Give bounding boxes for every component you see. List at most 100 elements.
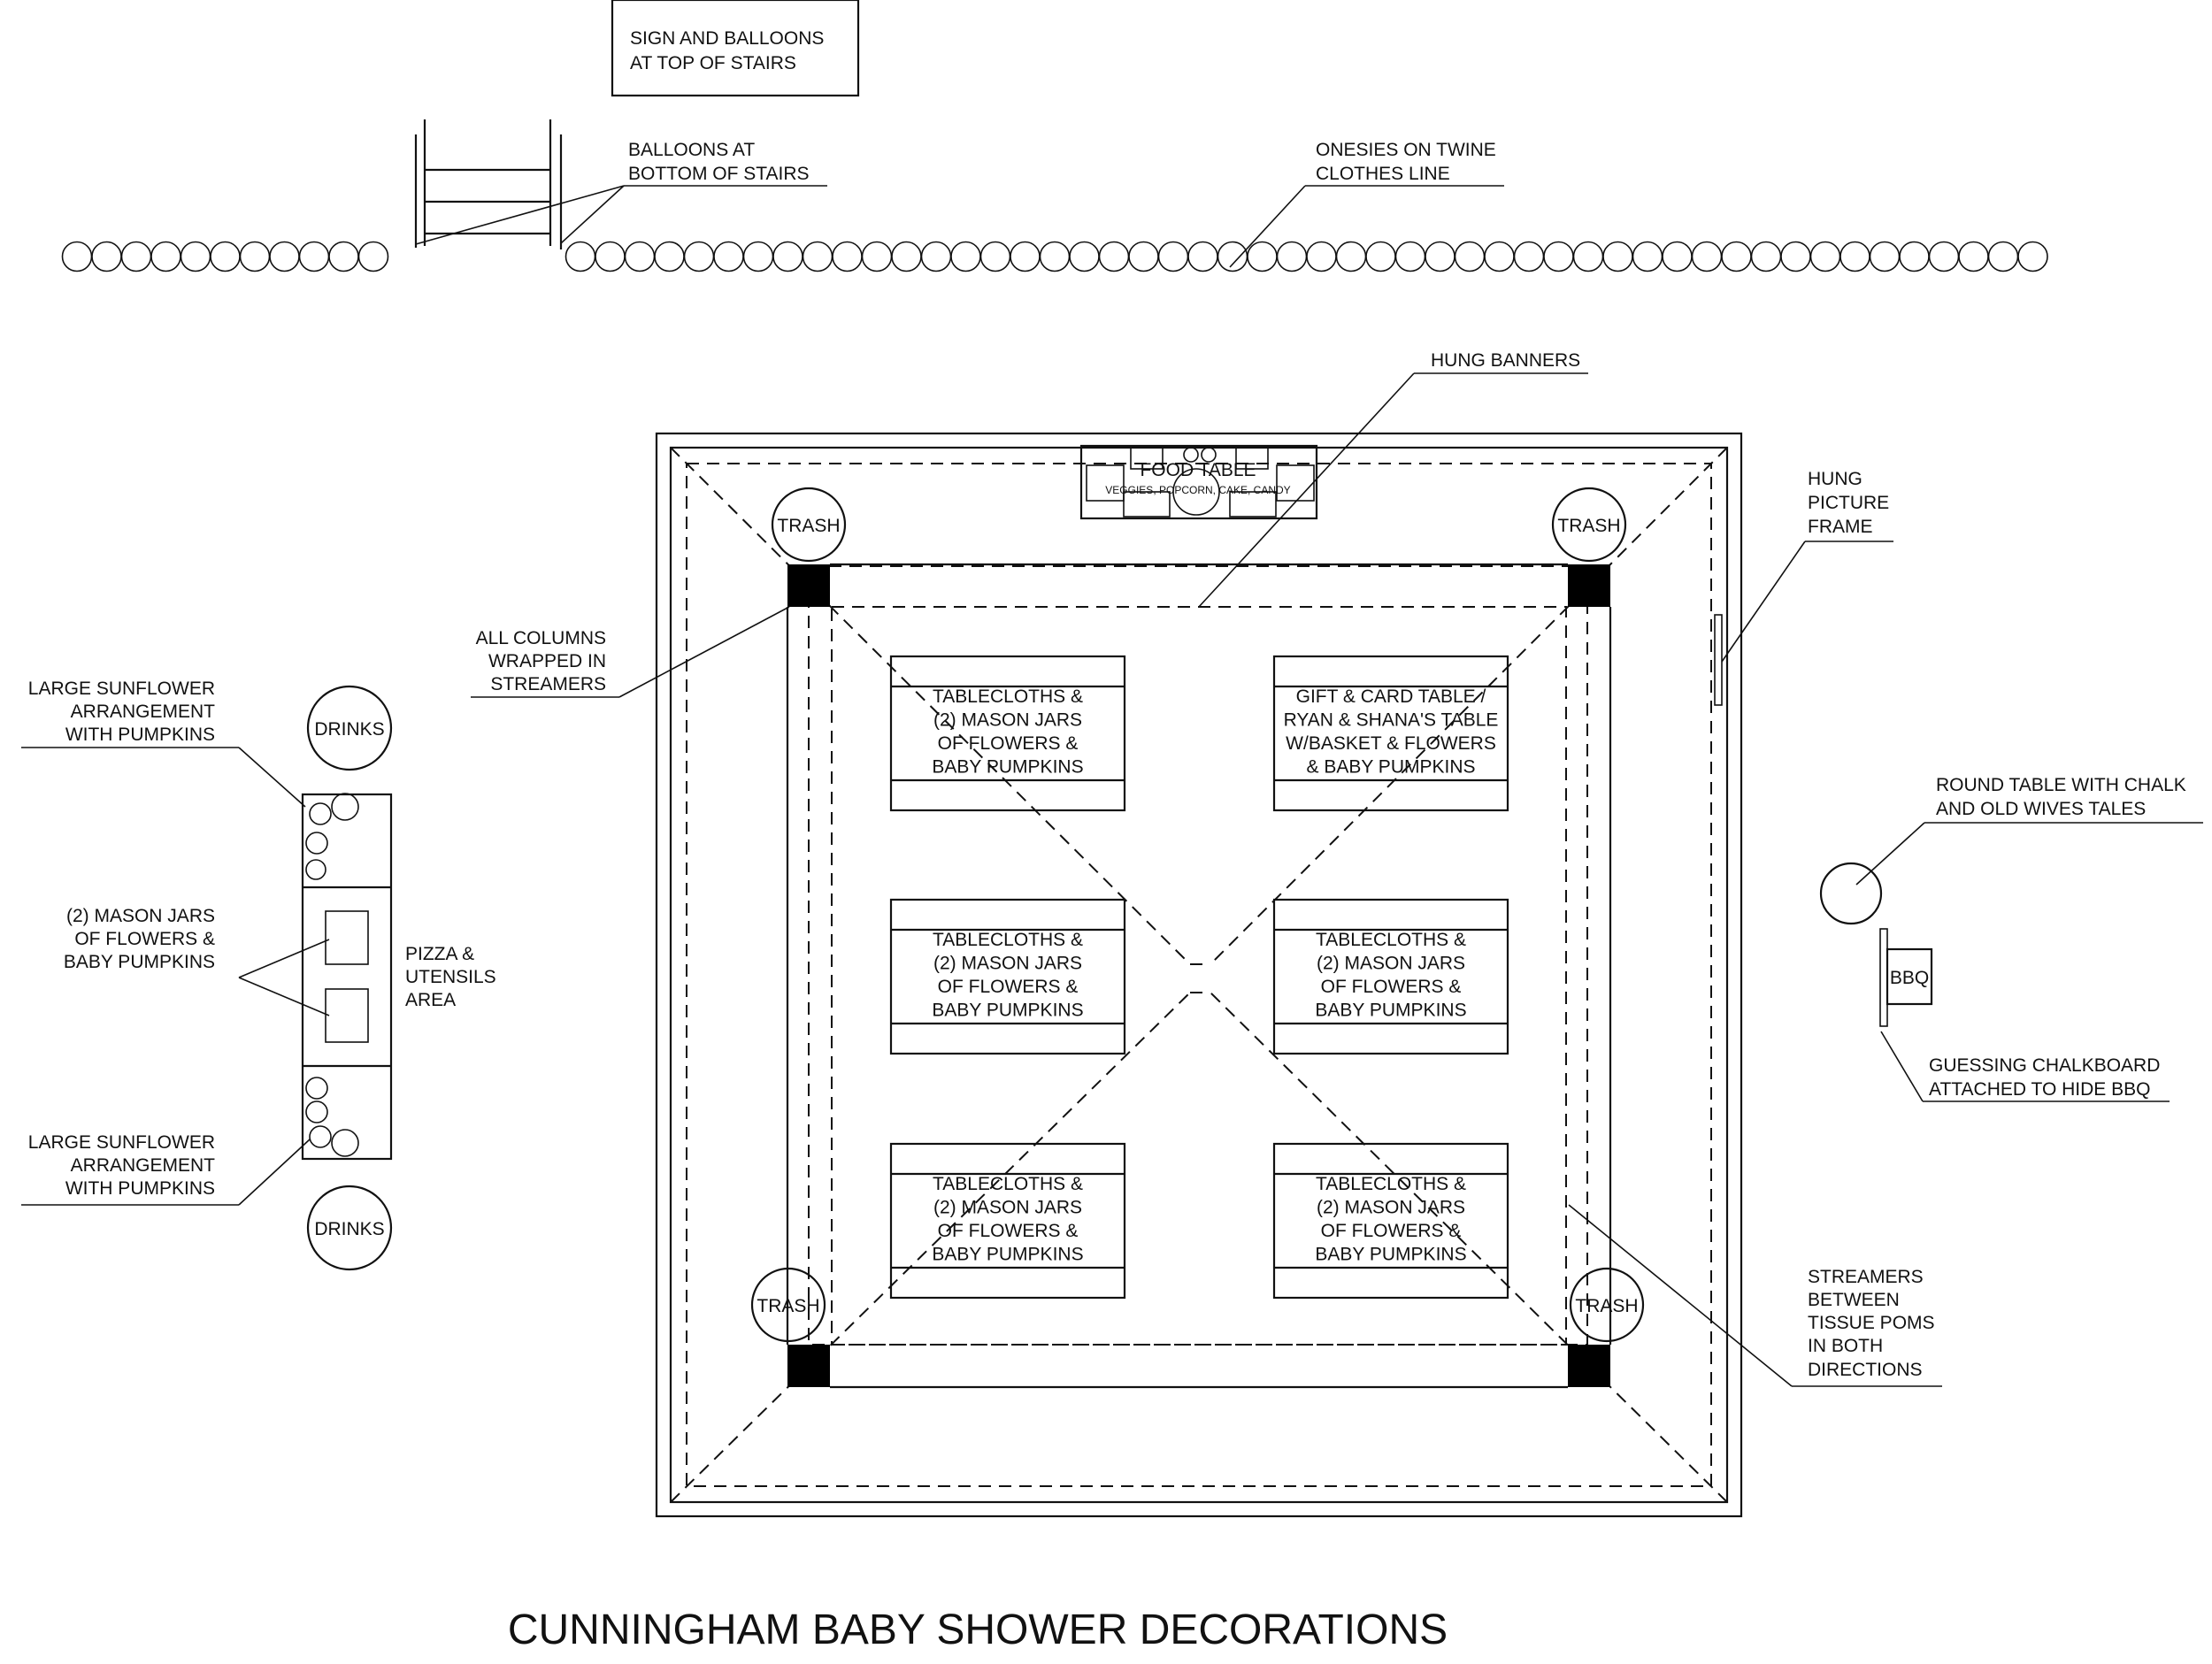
balloon xyxy=(1958,241,1989,272)
bbq-label: BBQ xyxy=(1890,968,1929,988)
guest-table-t2: GIFT & CARD TABLE /RYAN & SHANA'S TABLEW… xyxy=(1272,655,1509,812)
balloon xyxy=(298,241,330,272)
balloon xyxy=(1662,241,1693,272)
column-sw xyxy=(787,1345,830,1387)
guest-table-t3-text: BABY PUMPKINS xyxy=(932,1001,1083,1021)
balloon xyxy=(1513,241,1545,272)
guest-table-t1-text: (2) MASON JARS xyxy=(933,710,1082,731)
sunflower-bottom-line1: LARGE SUNFLOWER xyxy=(28,1132,215,1153)
mason-left-line2: OF FLOWERS & xyxy=(74,929,215,949)
balloon xyxy=(624,241,656,272)
picture-frame xyxy=(1714,541,1893,706)
balloon xyxy=(1010,241,1041,272)
guest-table-t2-text: RYAN & SHANA'S TABLE xyxy=(1284,710,1499,731)
balloon xyxy=(595,241,626,272)
balloons-bottom-label-line2: BOTTOM OF STAIRS xyxy=(628,164,810,184)
chalkboard-line1: GUESSING CHALKBOARD xyxy=(1929,1055,2160,1076)
round-table-line2: AND OLD WIVES TALES xyxy=(1936,799,2146,819)
balloon xyxy=(742,241,774,272)
guest-table-t3-text: OF FLOWERS & xyxy=(938,977,1079,997)
balloon xyxy=(1128,241,1159,272)
balloon-row-right xyxy=(565,241,2048,272)
streamers-line5: DIRECTIONS xyxy=(1808,1360,1923,1380)
balloon xyxy=(950,241,981,272)
balloon xyxy=(239,241,271,272)
balloon xyxy=(565,241,596,272)
chalkboard-line2: ATTACHED TO HIDE BBQ xyxy=(1929,1079,2150,1100)
balloon xyxy=(891,241,922,272)
guest-table-t6-text: BABY PUMPKINS xyxy=(1315,1245,1466,1265)
guest-table-t6-text: TABLECLOTHS & xyxy=(1316,1174,1466,1194)
columns-line2: WRAPPED IN xyxy=(488,651,606,671)
balloon xyxy=(654,241,685,272)
balloon xyxy=(1928,241,1960,272)
sunflower-top-callout: LARGE SUNFLOWER ARRANGEMENT WITH PUMPKIN… xyxy=(21,679,306,808)
streamers-line4: IN BOTH xyxy=(1808,1336,1883,1356)
sunflower-bottom-line2: ARRANGEMENT xyxy=(71,1155,216,1176)
food-table: FOOD TABLE VEGGIES, POPCORN, CAKE, CANDY xyxy=(1079,444,1318,520)
streamers-line3: TISSUE POMS xyxy=(1808,1313,1935,1333)
sunflower-top-line3: WITH PUMPKINS xyxy=(65,725,215,745)
trash-label-se: TRASH xyxy=(1575,1296,1638,1316)
drinks-stations: DRINKS DRINKS xyxy=(306,685,393,1271)
onesies-callout: ONESIES ON TWINE CLOTHES LINE xyxy=(1229,140,1504,268)
round-table: ROUND TABLE WITH CHALK AND OLD WIVES TAL… xyxy=(1819,775,2203,925)
balloon xyxy=(1484,241,1515,272)
hung-picture-callout: HUNG PICTURE FRAME xyxy=(1808,469,1889,537)
balloon xyxy=(1335,241,1367,272)
balloon xyxy=(1217,241,1248,272)
balloon xyxy=(979,241,1011,272)
balloon xyxy=(1809,241,1841,272)
balloon xyxy=(1691,241,1723,272)
pizza-line2: UTENSILS xyxy=(405,967,496,987)
balloon xyxy=(1780,241,1811,272)
columns xyxy=(786,563,1612,1389)
pizza-utensils-area xyxy=(301,793,393,1161)
guest-tables: TABLECLOTHS & (2) MASON JARS OF FLOWERS & B… xyxy=(889,655,1509,1300)
balloon xyxy=(1572,241,1604,272)
balloon xyxy=(269,241,300,272)
food-table-label: FOOD TABLE xyxy=(1140,460,1256,480)
pizza-callout: PIZZA & UTENSILS AREA xyxy=(405,944,496,1010)
column-nw xyxy=(787,564,830,607)
sign-label-line1: SIGN AND BALLOONS xyxy=(630,28,824,49)
hung-picture-line2: PICTURE xyxy=(1808,493,1889,513)
balloon xyxy=(357,241,389,272)
hung-banners-label: HUNG BANNERS xyxy=(1431,350,1580,371)
guest-table-t5-text: (2) MASON JARS xyxy=(933,1198,1082,1218)
sunflower-bottom-line3: WITH PUMPKINS xyxy=(65,1178,215,1199)
balloon xyxy=(1899,241,1930,272)
balloon xyxy=(1425,241,1455,272)
streamers-line2: BETWEEN xyxy=(1808,1290,1900,1310)
columns-line1: ALL COLUMNS xyxy=(476,628,606,648)
trash-label-ne: TRASH xyxy=(1557,516,1620,536)
balloon xyxy=(120,241,152,272)
balloon xyxy=(91,241,122,272)
balloon xyxy=(1187,241,1218,272)
guest-table-t5-text: OF FLOWERS & xyxy=(938,1221,1079,1241)
guest-table-t5-text: BABY PUMPKINS xyxy=(932,1245,1083,1265)
balloon xyxy=(861,241,893,272)
hung-picture-line3: FRAME xyxy=(1808,517,1873,537)
pizza-line3: AREA xyxy=(405,990,456,1010)
drinks-label-bottom: DRINKS xyxy=(314,1219,384,1239)
balloon xyxy=(1543,241,1574,272)
balloon xyxy=(1394,241,1426,272)
guest-table-t1-text: BABY PUMPKINS xyxy=(932,757,1083,778)
balloon xyxy=(1276,241,1308,272)
tent xyxy=(655,432,1743,1518)
guest-table-t3-text: TABLECLOTHS & xyxy=(933,930,1083,950)
balloon xyxy=(1247,241,1278,272)
balloon xyxy=(1454,241,1486,272)
guest-table-t4-text: (2) MASON JARS xyxy=(1317,954,1465,974)
balloon xyxy=(328,241,359,272)
balloon xyxy=(210,241,241,272)
trash-bins: TRASH TRASH TRASH TRASH xyxy=(750,487,1645,1343)
mason-left-line3: BABY PUMPKINS xyxy=(64,952,215,972)
hung-picture-line1: HUNG xyxy=(1808,469,1863,489)
balloon xyxy=(1602,241,1633,272)
guest-table-t3-text: (2) MASON JARS xyxy=(933,954,1082,974)
